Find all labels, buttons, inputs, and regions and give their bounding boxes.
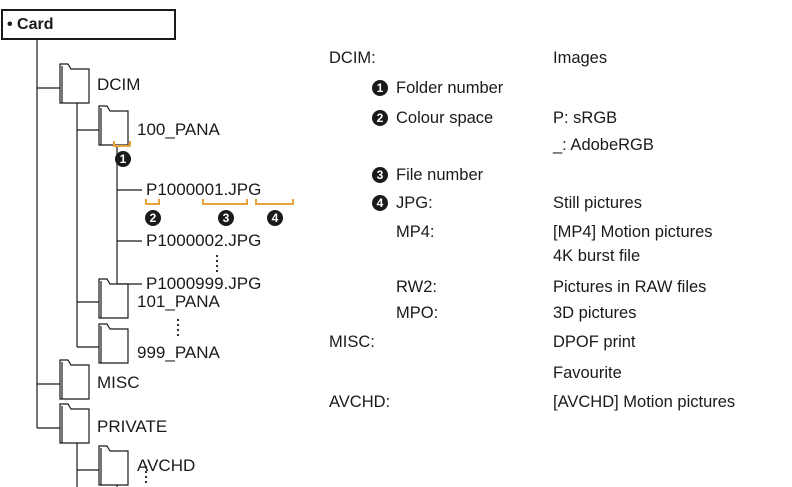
legend-dcim-value: Images	[553, 49, 608, 67]
legend-colour-adobergb: _: AdobeRGB	[553, 136, 654, 154]
legend-avchd-value: [AVCHD] Motion pictures	[553, 393, 736, 411]
legend-badge-3: 3	[372, 167, 388, 183]
folder-icon	[98, 445, 129, 486]
folder-icon	[59, 359, 90, 400]
card-label: • Card	[7, 16, 54, 33]
folder-999-label: 999_PANA	[137, 343, 220, 362]
folder-101-label: 101_PANA	[137, 292, 220, 311]
folder-icon	[59, 63, 90, 104]
legend-jpg-value: Still pictures	[553, 194, 642, 212]
legend-mp4-key: MP4:	[396, 223, 435, 241]
legend-file-number: File number	[396, 166, 484, 184]
legend-badge-1: 1	[372, 80, 388, 96]
legend-badge-4: 4	[372, 195, 388, 211]
folder-icon	[98, 278, 129, 319]
legend-misc-value: DPOF print	[553, 333, 636, 351]
folder-icon	[98, 323, 129, 364]
folder-100-label: 100_PANA	[137, 120, 220, 139]
legend-mp4-value-2: 4K burst file	[553, 247, 641, 265]
private-folder-label: PRIVATE	[97, 417, 168, 436]
badge-4: 4	[267, 210, 283, 226]
legend-mpo-value: 3D pictures	[553, 304, 637, 322]
badge-1: 1	[115, 151, 131, 167]
legend-colour-srgb: P: sRGB	[553, 109, 618, 127]
file-2-label: P1000002.JPG	[146, 231, 262, 250]
badge-3: 3	[218, 210, 234, 226]
legend-colour-space: Colour space	[396, 109, 494, 127]
legend-jpg-key: JPG:	[396, 194, 433, 212]
legend-rw2-value: Pictures in RAW files	[553, 278, 707, 296]
dcim-folder-label: DCIM	[97, 75, 141, 94]
file-1-label: P1000001.JPG	[146, 180, 262, 199]
legend-dcim-key: DCIM:	[329, 49, 376, 67]
folder-icon	[59, 403, 90, 444]
folder-icon	[98, 105, 129, 146]
card-root-box: • Card	[1, 9, 176, 40]
legend-mpo-key: MPO:	[396, 304, 439, 322]
badge-2: 2	[145, 210, 161, 226]
legend-badge-2: 2	[372, 110, 388, 126]
legend-avchd-key: AVCHD:	[329, 393, 391, 411]
legend-misc-key: MISC:	[329, 333, 375, 351]
legend-misc-value-2: Favourite	[553, 364, 622, 382]
misc-folder-label: MISC	[97, 373, 140, 392]
legend-rw2-key: RW2:	[396, 278, 437, 296]
legend-mp4-value: [MP4] Motion pictures	[553, 223, 713, 241]
avchd-folder-label: AVCHD	[137, 456, 196, 475]
file-999-label: P1000999.JPG	[146, 274, 262, 293]
legend-folder-number: Folder number	[396, 79, 504, 97]
